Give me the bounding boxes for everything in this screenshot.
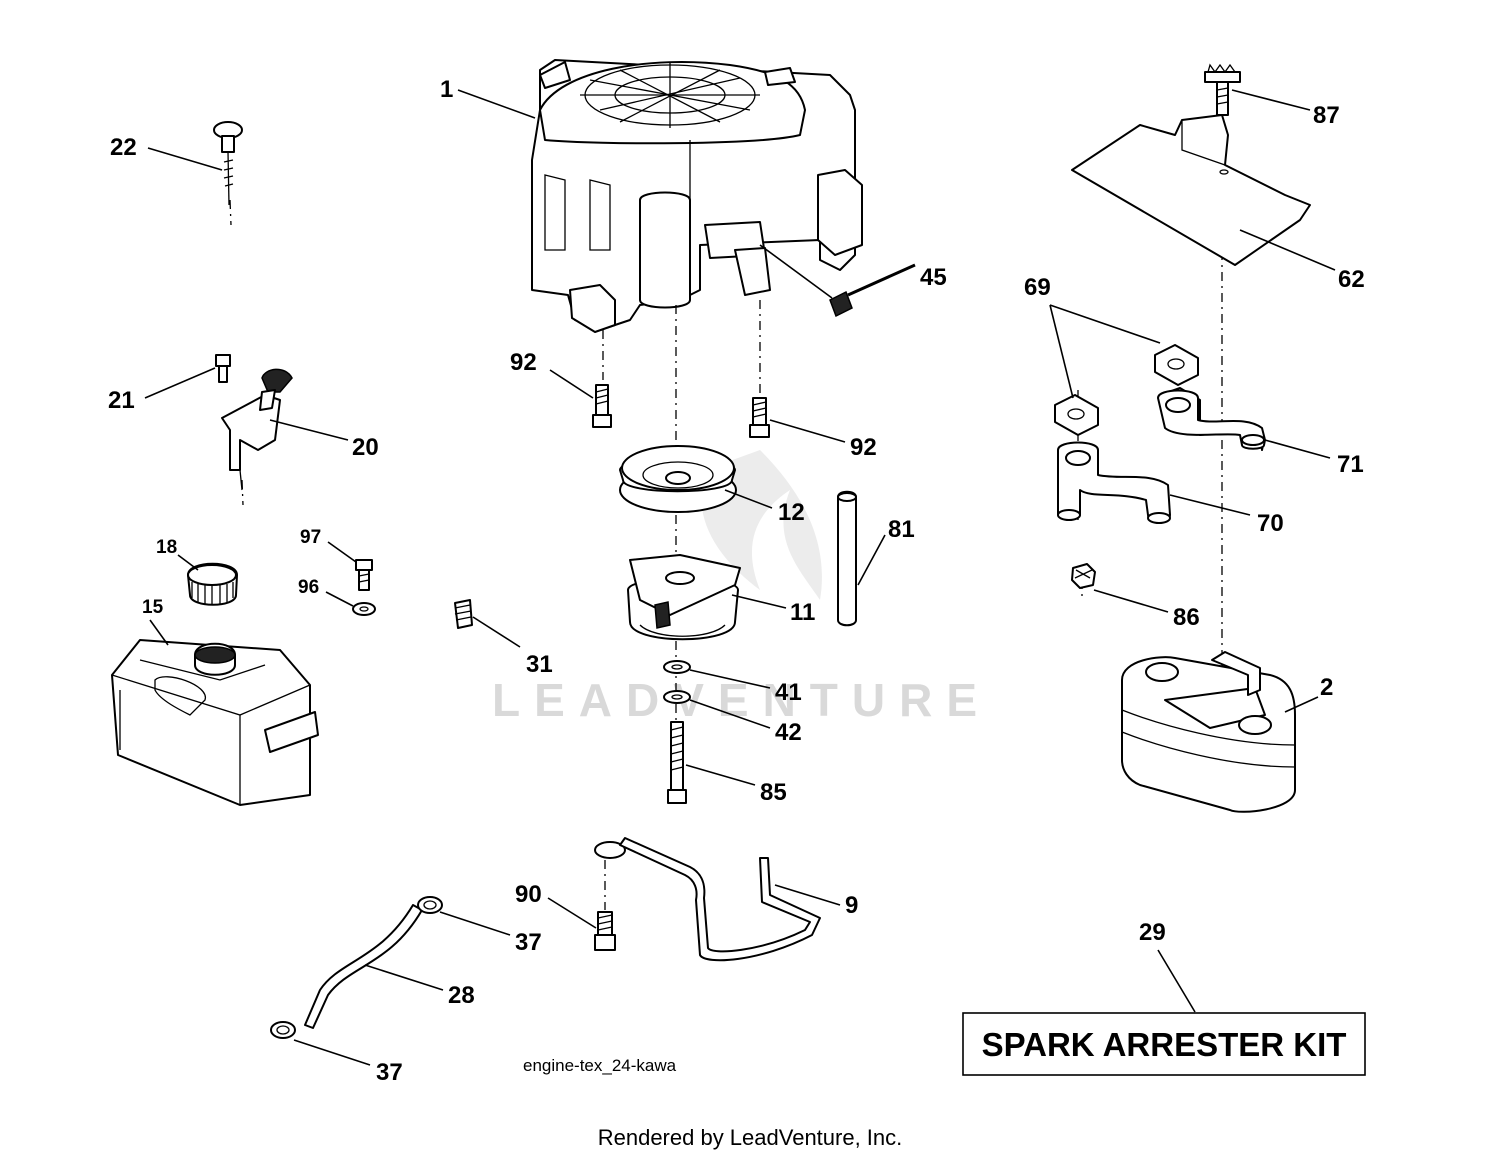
callout-62: 62 (1239, 229, 1365, 293)
bolt-92-right[interactable] (749, 397, 770, 438)
callout-90: 90 (515, 881, 597, 929)
svg-text:41: 41 (775, 679, 802, 706)
hose-clamp-37-top[interactable] (417, 896, 443, 914)
callout-92-left: 92 (510, 349, 594, 399)
callout-86: 86 (1093, 589, 1200, 631)
svg-text:70: 70 (1257, 510, 1284, 537)
washer-42[interactable] (663, 690, 691, 704)
electric-clutch[interactable] (627, 554, 741, 641)
callout-92-right: 92 (769, 419, 877, 461)
callout-81: 81 (857, 516, 915, 586)
engine-block[interactable] (531, 59, 863, 333)
callout-37-bottom: 37 (293, 1039, 403, 1086)
bolt-85[interactable] (667, 721, 687, 804)
svg-text:97: 97 (300, 527, 321, 548)
callout-87: 87 (1231, 89, 1340, 129)
exhaust-pipe-71[interactable] (1157, 387, 1266, 451)
callout-71: 71 (1264, 439, 1364, 478)
svg-text:15: 15 (142, 597, 164, 618)
svg-text:31: 31 (526, 651, 553, 678)
callout-85: 85 (685, 764, 787, 806)
callout-11: 11 (731, 594, 815, 626)
callout-29: 29 (1139, 919, 1196, 1013)
svg-text:28: 28 (448, 982, 475, 1009)
svg-text:18: 18 (156, 537, 177, 558)
spark-arrester-kit-label: SPARK ARRESTER KIT (982, 1026, 1347, 1063)
svg-text:71: 71 (1337, 451, 1364, 478)
bolt-90[interactable] (594, 911, 616, 951)
svg-text:92: 92 (850, 434, 877, 461)
bolt-97[interactable] (355, 559, 373, 591)
svg-text:37: 37 (376, 1059, 403, 1086)
callout-1: 1 (440, 76, 536, 119)
callout-37-top: 37 (439, 911, 542, 956)
svg-text:1: 1 (440, 76, 453, 103)
svg-text:9: 9 (845, 892, 858, 919)
fuel-tank-15[interactable] (111, 639, 319, 806)
footer-credit: Rendered by LeadVenture, Inc. (598, 1125, 903, 1150)
svg-text:21: 21 (108, 387, 135, 414)
watermark-text: LEADVENTURE (492, 674, 991, 726)
svg-text:12: 12 (778, 499, 805, 526)
muffler-2[interactable] (1121, 651, 1296, 813)
hose-clamp-37-bottom[interactable] (270, 1021, 296, 1039)
svg-text:42: 42 (775, 719, 802, 746)
svg-text:62: 62 (1338, 266, 1365, 293)
svg-text:90: 90 (515, 881, 542, 908)
part-31[interactable] (454, 599, 473, 629)
watermark: LEADVENTURE (492, 450, 991, 726)
callout-42: 42 (689, 699, 802, 746)
callout-12: 12 (724, 489, 805, 526)
svg-text:37: 37 (515, 929, 542, 956)
throttle-control-20[interactable] (221, 368, 293, 506)
callout-31: 31 (472, 616, 553, 678)
washer-96[interactable] (352, 602, 376, 616)
svg-text:87: 87 (1313, 102, 1340, 129)
fuel-cap-18[interactable] (187, 562, 238, 606)
svg-text:92: 92 (510, 349, 537, 376)
svg-text:29: 29 (1139, 919, 1166, 946)
heat-shield-62[interactable] (1071, 114, 1311, 266)
gasket-69-upper[interactable] (1154, 344, 1199, 386)
spark-arrester-kit-box[interactable]: SPARK ARRESTER KIT (962, 1012, 1366, 1076)
svg-text:11: 11 (790, 599, 815, 626)
callout-20: 20 (269, 419, 379, 461)
svg-text:96: 96 (298, 577, 319, 598)
exhaust-pipe-70[interactable] (1057, 441, 1171, 524)
callout-69: 69 (1024, 274, 1161, 399)
support-rod-9[interactable] (594, 837, 821, 962)
callout-70: 70 (1169, 494, 1284, 537)
spark-plug-wire[interactable]: 45 (759, 244, 947, 318)
tube-81[interactable] (837, 490, 857, 627)
bolt-21[interactable] (215, 354, 231, 383)
svg-text:86: 86 (1173, 604, 1200, 631)
svg-text:22: 22 (110, 134, 137, 161)
svg-text:85: 85 (760, 779, 787, 806)
nut-86[interactable] (1071, 563, 1096, 589)
callout-97: 97 (300, 527, 357, 563)
gasket-69-lower[interactable] (1054, 394, 1099, 436)
callout-28: 28 (364, 964, 475, 1009)
callout-96: 96 (298, 577, 354, 607)
svg-text:69: 69 (1024, 274, 1051, 301)
screw-87[interactable] (1204, 63, 1241, 116)
callout-22: 22 (110, 134, 223, 171)
diagram-filename: engine-tex_24-kawa (523, 1056, 677, 1075)
svg-text:20: 20 (352, 434, 379, 461)
fuel-line-28[interactable] (304, 904, 423, 1029)
washer-41[interactable] (663, 660, 691, 674)
callout-2: 2 (1284, 674, 1333, 713)
svg-text:2: 2 (1320, 674, 1333, 701)
engine-pulley[interactable] (619, 445, 737, 513)
callout-41: 41 (689, 669, 802, 706)
callout-9: 9 (774, 884, 858, 919)
choke-knob-22[interactable] (213, 121, 243, 226)
callout-21: 21 (108, 367, 216, 414)
bolt-92-left[interactable] (592, 384, 612, 428)
svg-text:45: 45 (920, 264, 947, 291)
callout-15: 15 (142, 597, 169, 646)
svg-text:81: 81 (888, 516, 915, 543)
callout-18: 18 (156, 537, 199, 571)
